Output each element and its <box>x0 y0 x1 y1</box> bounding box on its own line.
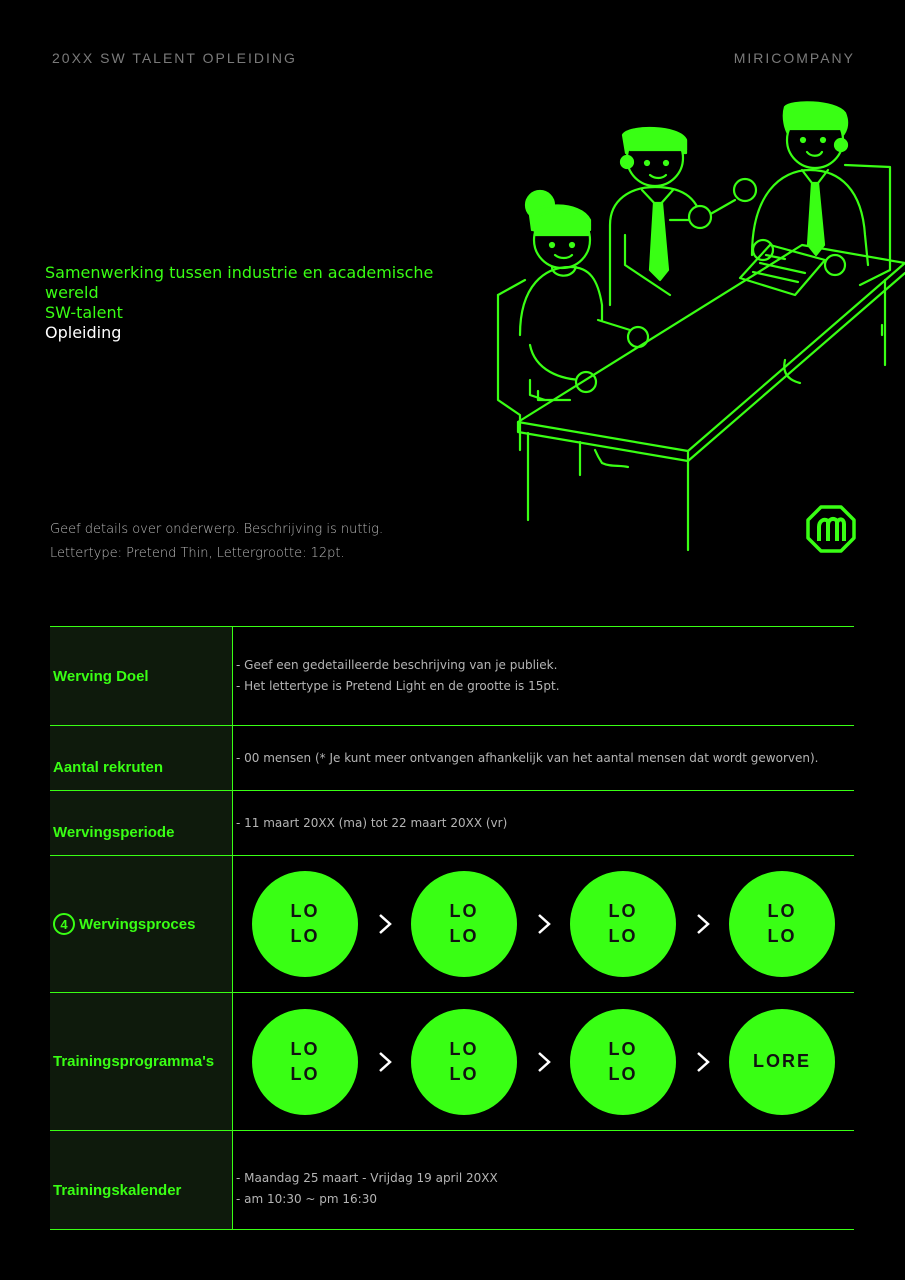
step-text: LO <box>608 1038 638 1059</box>
step-text: LO <box>767 901 797 921</box>
headline-line-2: SW-talent <box>45 303 123 322</box>
table-row: Trainingsprogramma's LO LO LO LO LO LO LORE <box>50 993 854 1131</box>
row-content: - Geef een gedetailleerde beschrijving v… <box>233 627 854 725</box>
row-label-trainingskalender: Trainingskalender <box>50 1131 233 1229</box>
table-row: Wervingsperiode - 11 maart 20XX (ma) tot… <box>50 791 854 856</box>
process-step: LO LO <box>729 871 835 977</box>
step-text: LO <box>608 1063 638 1084</box>
chevron-right-icon <box>517 1051 570 1073</box>
row-label-trainingsprogrammas: Trainingsprogramma's <box>50 993 233 1130</box>
step-text: LO <box>449 1038 479 1059</box>
training-flow: LO LO LO LO LO LO LORE <box>233 993 854 1130</box>
chevron-right-icon <box>358 1051 411 1073</box>
training-step: LORE <box>729 1008 835 1115</box>
process-flow: LO LO LO LO LO LO LO LO <box>233 856 854 992</box>
company-logo-icon <box>806 505 856 553</box>
chevron-right-icon <box>358 913 411 935</box>
row-label-text: Wervingsproces <box>79 915 196 933</box>
row-text-line: - Het lettertype is Pretend Light en de … <box>236 679 560 693</box>
company-name: MIRICOMPANY <box>733 50 855 66</box>
row-text-line: - 11 maart 20XX (ma) tot 22 maart 20XX (… <box>236 815 508 830</box>
process-step: LO LO <box>570 871 676 977</box>
document-header-title: 20XX SW TALENT OPLEIDING <box>52 50 297 66</box>
table-row: Trainingskalender - Maandag 25 maart - V… <box>50 1131 854 1230</box>
training-step: LO LO <box>411 1008 517 1115</box>
row-text-line: - am 10:30 ~ pm 16:30 <box>236 1192 377 1206</box>
step-text: LORE <box>752 1051 811 1071</box>
step-number-badge: 4 <box>53 913 75 935</box>
row-text-line: - Maandag 25 maart - Vrijdag 19 april 20… <box>236 1171 498 1185</box>
step-text: LO <box>290 901 320 921</box>
row-content: - 00 mensen (* Je kunt meer ontvangen af… <box>233 726 854 790</box>
step-text: LO <box>608 926 638 946</box>
row-label-werving-doel: Werving Doel <box>50 627 233 725</box>
row-text-line: - 00 mensen (* Je kunt meer ontvangen af… <box>236 750 819 765</box>
description: Geef details over onderwerp. Beschrijvin… <box>50 518 383 566</box>
table-row: Werving Doel - Geef een gedetailleerde b… <box>50 627 854 726</box>
chevron-right-icon <box>676 913 729 935</box>
info-table: Werving Doel - Geef een gedetailleerde b… <box>50 626 854 1230</box>
headline-line-3: Opleiding <box>45 323 122 342</box>
chevron-right-icon <box>517 913 570 935</box>
row-label-wervingsproces: 4 Wervingsproces <box>50 856 233 992</box>
process-step: LO LO <box>252 871 358 977</box>
table-row: Aantal rekruten - 00 mensen (* Je kunt m… <box>50 726 854 791</box>
description-line-1: Geef details over onderwerp. Beschrijvin… <box>50 522 384 537</box>
row-label-aantal-rekruten: Aantal rekruten <box>50 726 233 790</box>
row-content: - Maandag 25 maart - Vrijdag 19 april 20… <box>233 1131 854 1229</box>
chevron-right-icon <box>676 1051 729 1073</box>
process-step: LO LO <box>411 871 517 977</box>
training-step: LO LO <box>570 1008 676 1115</box>
training-step: LO LO <box>252 1008 358 1115</box>
headline: Samenwerking tussen industrie en academi… <box>45 263 465 343</box>
step-text: LO <box>449 901 479 921</box>
step-text: LO <box>290 926 320 946</box>
step-text: LO <box>608 901 638 921</box>
step-text: LO <box>290 1063 320 1084</box>
step-text: LO <box>449 926 479 946</box>
step-text: LO <box>290 1038 320 1059</box>
description-line-2: Lettertype: Pretend Thin, Lettergrootte:… <box>50 546 345 561</box>
row-text-line: - Geef een gedetailleerde beschrijving v… <box>236 658 558 672</box>
row-label-wervingsperiode: Wervingsperiode <box>50 791 233 855</box>
headline-line-1: Samenwerking tussen industrie en academi… <box>45 263 434 302</box>
table-row: 4 Wervingsproces LO LO LO LO LO LO LO LO <box>50 856 854 993</box>
row-content: - 11 maart 20XX (ma) tot 22 maart 20XX (… <box>233 791 854 855</box>
people-meeting-at-desk-illustration <box>496 101 905 552</box>
step-text: LO <box>449 1063 479 1084</box>
step-text: LO <box>767 926 797 946</box>
